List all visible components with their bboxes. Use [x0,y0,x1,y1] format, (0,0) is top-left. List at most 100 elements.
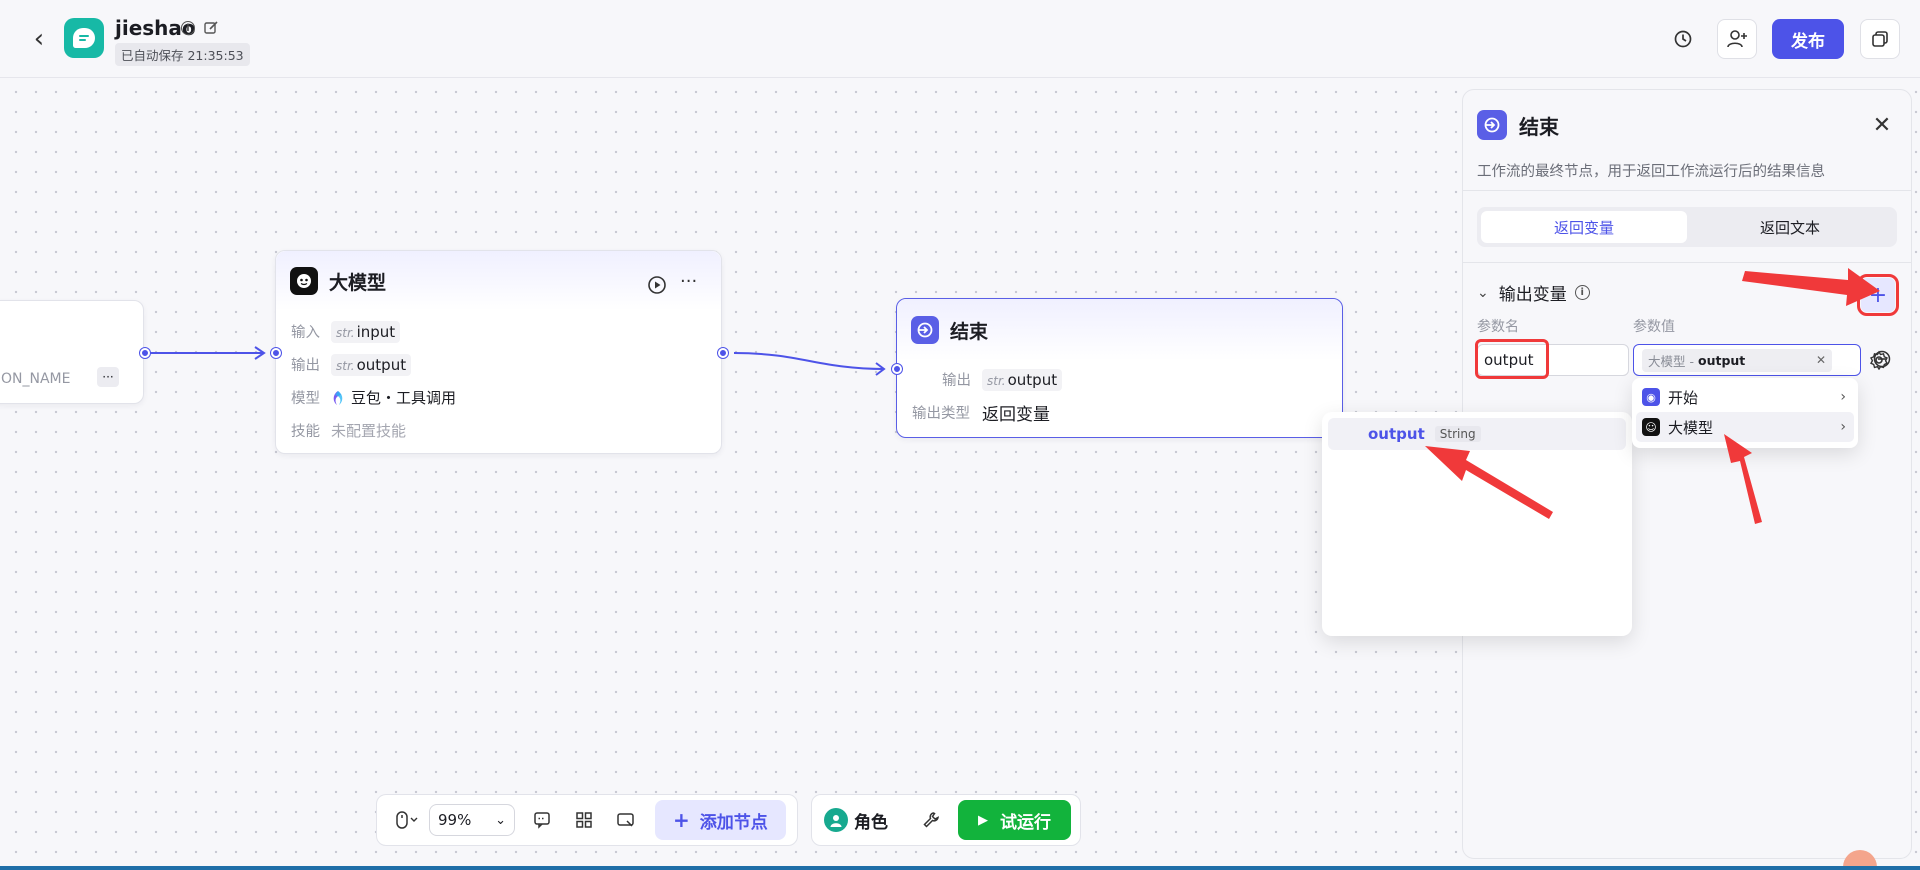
duplicate-icon[interactable] [1860,19,1900,59]
port-llm-out[interactable] [718,348,728,358]
llm-node-header: 大模型 ··· [276,251,721,311]
role-label: 角色 [854,812,888,833]
assistant-avatar[interactable] [1843,850,1877,870]
comment-icon[interactable] [527,804,557,836]
llm-skill-row: 技能 未配置技能 [276,414,721,447]
param-name-input[interactable]: output [1477,344,1629,376]
info-icon[interactable]: i [181,21,195,35]
publish-button[interactable]: 发布 [1772,19,1844,59]
option-label: 开始 [1668,388,1699,407]
variable-type: String [1434,426,1481,442]
end-icon [911,316,939,344]
input-var-tag: str.input [331,320,401,343]
end-icon [1477,110,1507,140]
add-node-button[interactable]: + 添加节点 [655,800,786,840]
run-node-icon[interactable] [647,275,667,299]
variable-name: output [1368,425,1425,443]
tab-return-text[interactable]: 返回文本 [1759,218,1820,237]
back-icon[interactable]: ‹ [33,24,45,54]
llm-model-row: 模型 豆包・工具调用 [276,381,721,414]
output-var-name: output [1007,370,1058,389]
add-variable-button[interactable]: + [1857,274,1899,316]
type-prefix: str. [336,358,355,373]
panel-title: 结束 [1519,114,1559,139]
llm-node-title: 大模型 [329,271,387,294]
value-ref-tag: 大模型 - output ✕ [1642,348,1832,372]
llm-icon: ☺ [1642,418,1660,436]
end-node-header: 结束 [897,299,1342,361]
variable-option[interactable]: output String [1328,418,1626,450]
tab-return-variable[interactable]: 返回变量 [1481,211,1687,243]
type-prefix: str. [987,373,1006,388]
model-label: 模型 [291,391,320,407]
avatar [824,808,848,832]
settings-icon[interactable] [1869,350,1889,374]
output-label: 输出 [291,358,320,374]
return-mode-tabs: 返回变量 返回文本 [1477,207,1897,247]
wrench-icon[interactable] [918,804,944,836]
source-option-start[interactable]: ◉ 开始 › [1636,382,1854,412]
add-node-label: 添加节点 [699,812,768,833]
node-more-icon[interactable]: ··· [680,271,698,292]
top-bar: ‹ jieshao i 已自动保存 21:35:53 发布 [0,0,1920,78]
edit-icon[interactable] [203,19,219,35]
close-icon[interactable]: ✕ [1872,112,1892,138]
role-button[interactable]: 角色 [824,808,888,833]
layout-icon[interactable] [569,804,599,836]
option-label: 大模型 [1668,418,1714,437]
chevron-down-icon: ⌄ [495,812,506,828]
param-name-label: 参数名 [1477,319,1519,335]
model-value: 豆包・工具调用 [351,389,457,407]
port-partial-out[interactable] [140,348,150,358]
chevron-right-icon: › [1840,419,1846,435]
end-output-type-row: 输出类型 返回变量 [897,396,1342,429]
chevron-down-icon[interactable]: ⌄ [1477,284,1489,301]
panel-header: 结束 [1477,110,1559,140]
end-node-title: 结束 [950,320,989,343]
variable-dropdown: output String [1322,412,1632,636]
clear-icon[interactable]: ✕ [1815,353,1826,367]
minimap-icon[interactable] [611,804,641,836]
play-icon: ▶ [978,812,988,828]
port-end-in[interactable] [892,364,902,374]
partial-node[interactable]: ON_NAME ··· [0,300,144,404]
remove-icon[interactable] [1873,350,1891,372]
partial-node-text: ON_NAME [1,371,71,387]
output-var-name: output [356,355,407,374]
value-source: 大模型 - [1648,353,1694,369]
zoom-select[interactable]: 99% ⌄ [429,804,515,836]
skill-label: 技能 [291,424,320,440]
input-label: 输入 [291,325,320,341]
app-logo [64,18,104,58]
section-title: 输出变量 [1498,285,1567,305]
start-icon: ◉ [1642,388,1660,406]
divider [1463,262,1911,263]
more-icon[interactable]: ··· [97,367,119,387]
output-var-tag: str.output [331,353,412,376]
mouse-mode-icon[interactable] [389,804,425,836]
output-type-value: 返回变量 [982,405,1050,425]
plus-icon: + [673,808,690,832]
trial-run-button[interactable]: ▶ 试运行 [958,800,1071,840]
doubao-icon [331,390,345,406]
bottom-accent-line [0,866,1920,870]
port-llm-in[interactable] [271,348,281,358]
param-value-label: 参数值 [1633,319,1675,335]
history-icon[interactable] [1663,19,1703,59]
param-value-select[interactable]: 大模型 - output ✕ [1633,344,1861,376]
skill-value: 未配置技能 [331,422,407,440]
llm-icon [290,267,318,295]
output-variables-section[interactable]: ⌄ 输出变量 i [1477,280,1590,305]
value-var: output [1697,352,1746,368]
input-var-name: input [356,322,396,341]
output-type-label: 输出类型 [912,406,970,422]
llm-node[interactable]: 大模型 ··· 输入 str.input 输出 str.output 模型 豆包… [275,250,722,454]
source-option-llm[interactable]: ☺ 大模型 › [1636,412,1854,442]
trial-run-label: 试运行 [1000,812,1051,833]
end-output-row: 输出 str.output [897,363,1342,396]
collaborator-icon[interactable] [1717,19,1757,59]
end-node[interactable]: 结束 输出 str.output 输出类型 返回变量 [896,298,1343,438]
divider [1463,190,1911,191]
zoom-value: 99% [438,811,472,829]
info-icon[interactable]: i [1574,285,1590,300]
